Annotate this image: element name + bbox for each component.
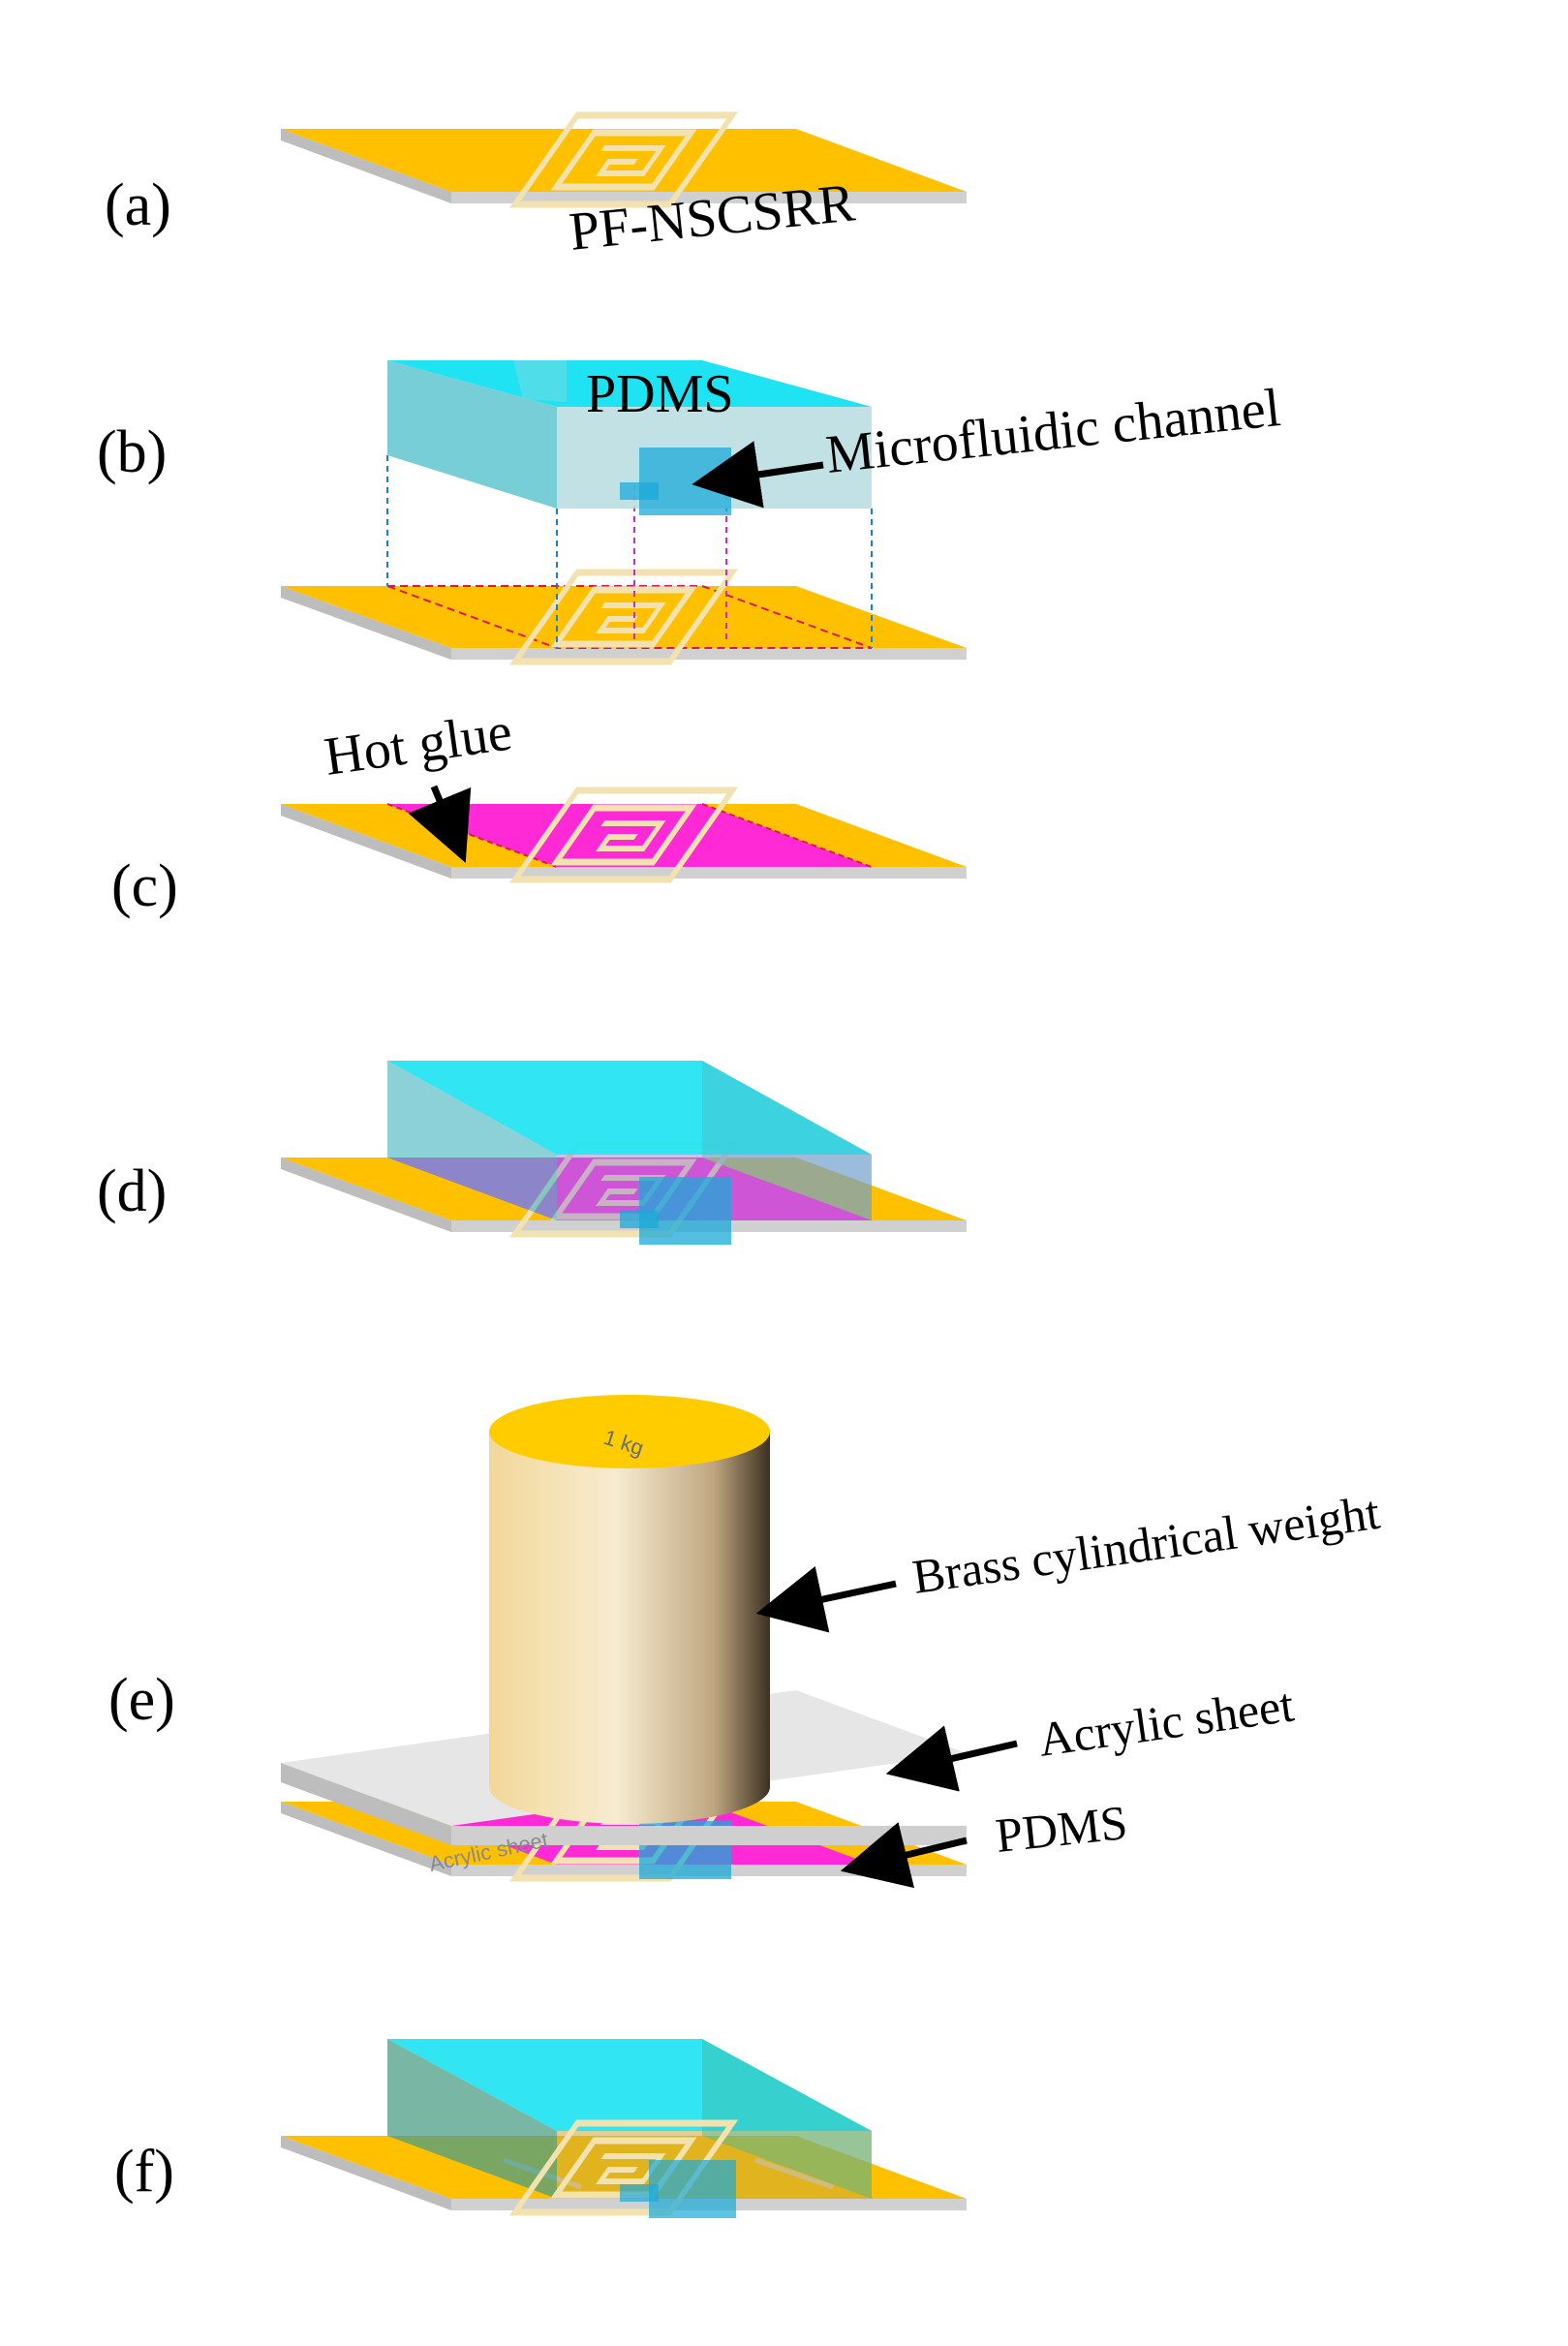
pcb-board-a bbox=[281, 115, 967, 204]
pdms-label-b: PDMS bbox=[586, 364, 734, 424]
panel-b: (b) PDMS Microfluidic channe bbox=[97, 360, 1283, 662]
brass-weight-label: Brass cylindrical weight bbox=[909, 1485, 1383, 1604]
hot-glue-arrow bbox=[408, 785, 472, 863]
brass-weight-arrow bbox=[755, 1565, 897, 1633]
microfluidic-channel-arrow bbox=[692, 441, 824, 509]
pcb-board-b bbox=[281, 572, 967, 662]
panel-a-letter: (a) bbox=[105, 172, 171, 238]
projection-lines bbox=[386, 455, 873, 648]
panel-f: (f) bbox=[114, 2039, 967, 2218]
panel-d-letter: (d) bbox=[97, 1158, 167, 1224]
pdms-block-f bbox=[387, 2039, 872, 2218]
microfluidic-channel-shape bbox=[639, 448, 731, 515]
panel-c-letter: (c) bbox=[111, 853, 178, 919]
microfluidic-channel-label: Microfluidic channel bbox=[823, 378, 1283, 485]
pcb-board-c bbox=[281, 790, 967, 880]
pdms-block-b: PDMS bbox=[387, 360, 872, 515]
panel-d: (d) bbox=[97, 1061, 967, 1245]
acrylic-sheet-arrow bbox=[885, 1725, 1018, 1792]
pdms-e-arrow bbox=[840, 1822, 968, 1889]
panel-a: (a) PF-NSCSRR bbox=[105, 115, 967, 262]
pdms-block-d bbox=[387, 1061, 872, 1245]
panel-b-letter: (b) bbox=[97, 419, 167, 485]
pdms-label-e: PDMS bbox=[993, 1795, 1129, 1863]
panel-e-letter: (e) bbox=[108, 1667, 175, 1733]
panel-f-letter: (f) bbox=[114, 2139, 174, 2205]
panel-c: (c) Hot glue bbox=[111, 701, 967, 919]
hot-glue-label: Hot glue bbox=[321, 701, 515, 787]
acrylic-sheet-label: Acrylic sheet bbox=[1035, 1678, 1297, 1767]
brass-weight: 1 kg bbox=[489, 1395, 770, 1824]
panel-e: (e) Acrylic sheet 1 kg Brass cylindrical… bbox=[108, 1395, 1383, 1889]
